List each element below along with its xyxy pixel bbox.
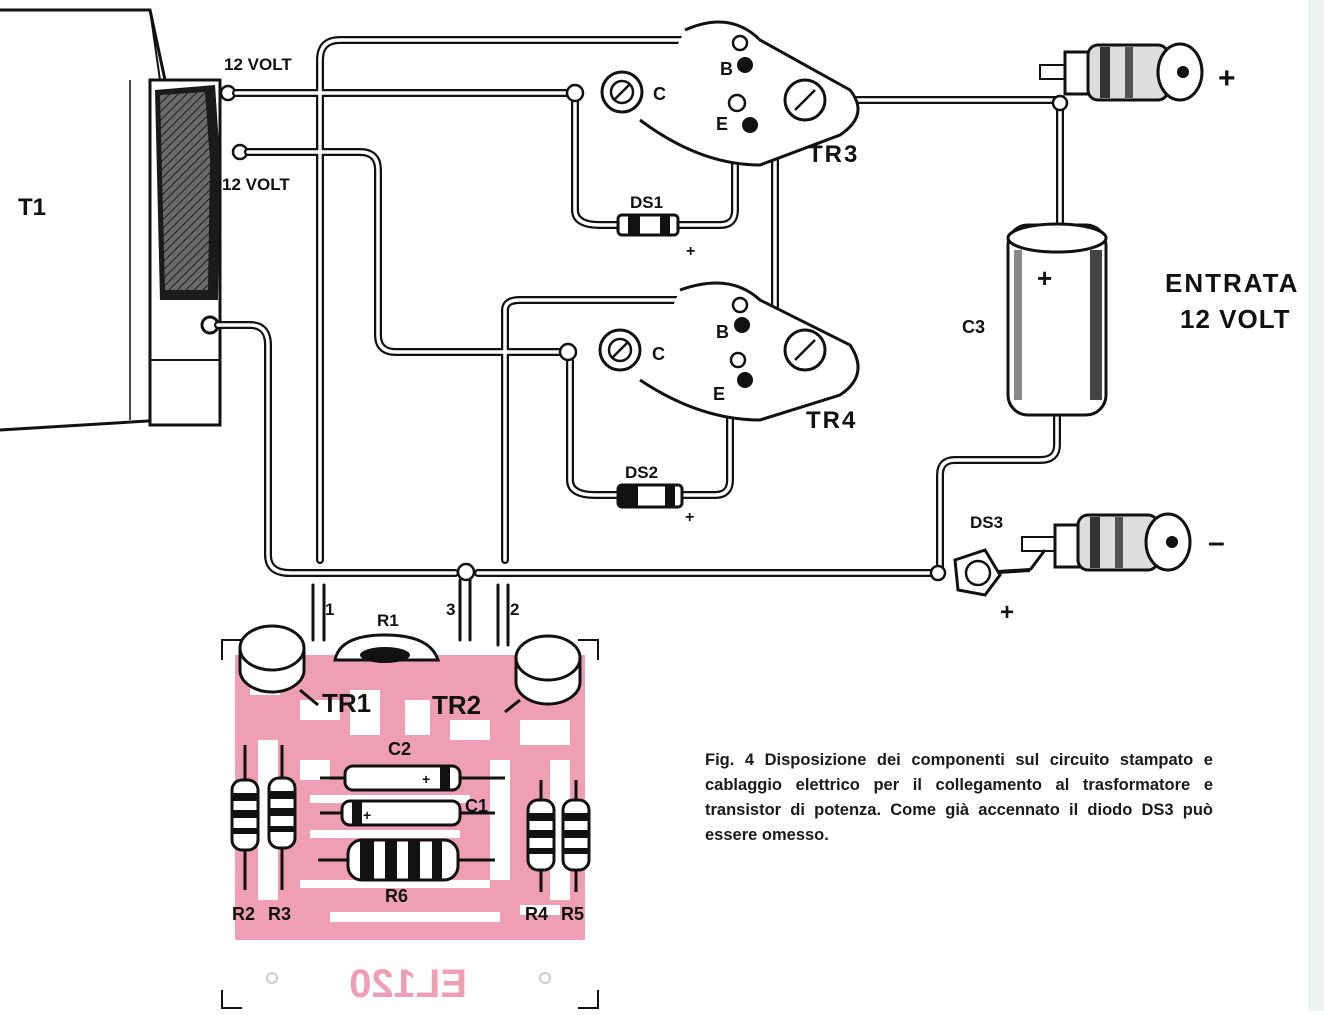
label-t1: T1	[18, 194, 46, 221]
page-edge	[1308, 0, 1324, 1011]
transistor-tr1	[238, 624, 319, 707]
transistor-tr4	[598, 281, 860, 422]
label-c1: C1	[465, 796, 488, 816]
label-entrata-volt: 12 VOLT	[1180, 304, 1291, 334]
ds1-plus: +	[686, 243, 695, 260]
label-tr3: TR3	[808, 141, 859, 168]
label-tr1: TR1	[322, 688, 371, 718]
label-tr4-c: C	[652, 344, 665, 364]
label-r1: R1	[377, 611, 399, 630]
diode-ds3	[953, 548, 1047, 597]
figure-caption: Fig. 4 Disposizione dei componenti sul c…	[705, 751, 1213, 844]
capacitor-c3	[1006, 222, 1108, 417]
transistor-tr3	[600, 20, 860, 167]
pin-2-label: 2	[510, 600, 519, 619]
diode-ds1	[616, 213, 680, 237]
capacitor-c2	[320, 764, 505, 792]
ds2-plus: +	[685, 509, 694, 526]
label-c3: C3	[962, 317, 985, 337]
label-ds3: DS3	[970, 513, 1003, 532]
label-tr3-e: E	[716, 114, 728, 134]
pin-3-label: 3	[446, 600, 455, 619]
resistor-r6	[318, 838, 495, 882]
transformer-t1	[0, 8, 249, 432]
terminal-negative	[1021, 512, 1192, 572]
trimmer-r1	[333, 633, 441, 663]
c1-plus: +	[363, 807, 371, 823]
label-r4: R4	[525, 904, 548, 924]
label-12volt-bottom: 12 VOLT	[222, 175, 290, 194]
resistor-r4	[526, 780, 556, 892]
label-ds1: DS1	[630, 193, 663, 212]
c2-plus: +	[422, 771, 430, 787]
label-tr4-e: E	[713, 384, 725, 404]
resistor-r5	[561, 780, 591, 892]
pin-1-label: 1	[325, 600, 334, 619]
label-tr4: TR4	[806, 407, 857, 434]
label-entrata: ENTRATA	[1165, 268, 1299, 298]
label-r3: R3	[268, 904, 291, 924]
label-tr3-b: B	[720, 59, 733, 79]
label-tr4-b: B	[716, 322, 729, 342]
label-r6: R6	[385, 886, 408, 906]
label-c2: C2	[388, 739, 411, 759]
label-ds2: DS2	[625, 463, 658, 482]
label-tr2: TR2	[432, 690, 481, 720]
wiring	[214, 36, 1069, 647]
c3-plus: +	[1037, 263, 1052, 293]
ds3-plus: +	[1000, 599, 1014, 626]
terminal-minus-sign: –	[1208, 526, 1225, 559]
label-tr3-c: C	[653, 84, 666, 104]
board-id-mirrored: EL120	[349, 962, 467, 1006]
label-12volt-top: 12 VOLT	[224, 55, 292, 74]
transistor-tr2	[504, 634, 582, 714]
terminal-plus-sign: +	[1218, 62, 1236, 95]
resistor-r3	[267, 745, 297, 890]
label-r5: R5	[561, 904, 584, 924]
label-r2: R2	[232, 904, 255, 924]
terminal-positive	[1039, 42, 1204, 102]
capacitor-c1	[320, 799, 495, 827]
resistor-r2	[230, 745, 260, 890]
diode-ds2	[616, 483, 684, 509]
